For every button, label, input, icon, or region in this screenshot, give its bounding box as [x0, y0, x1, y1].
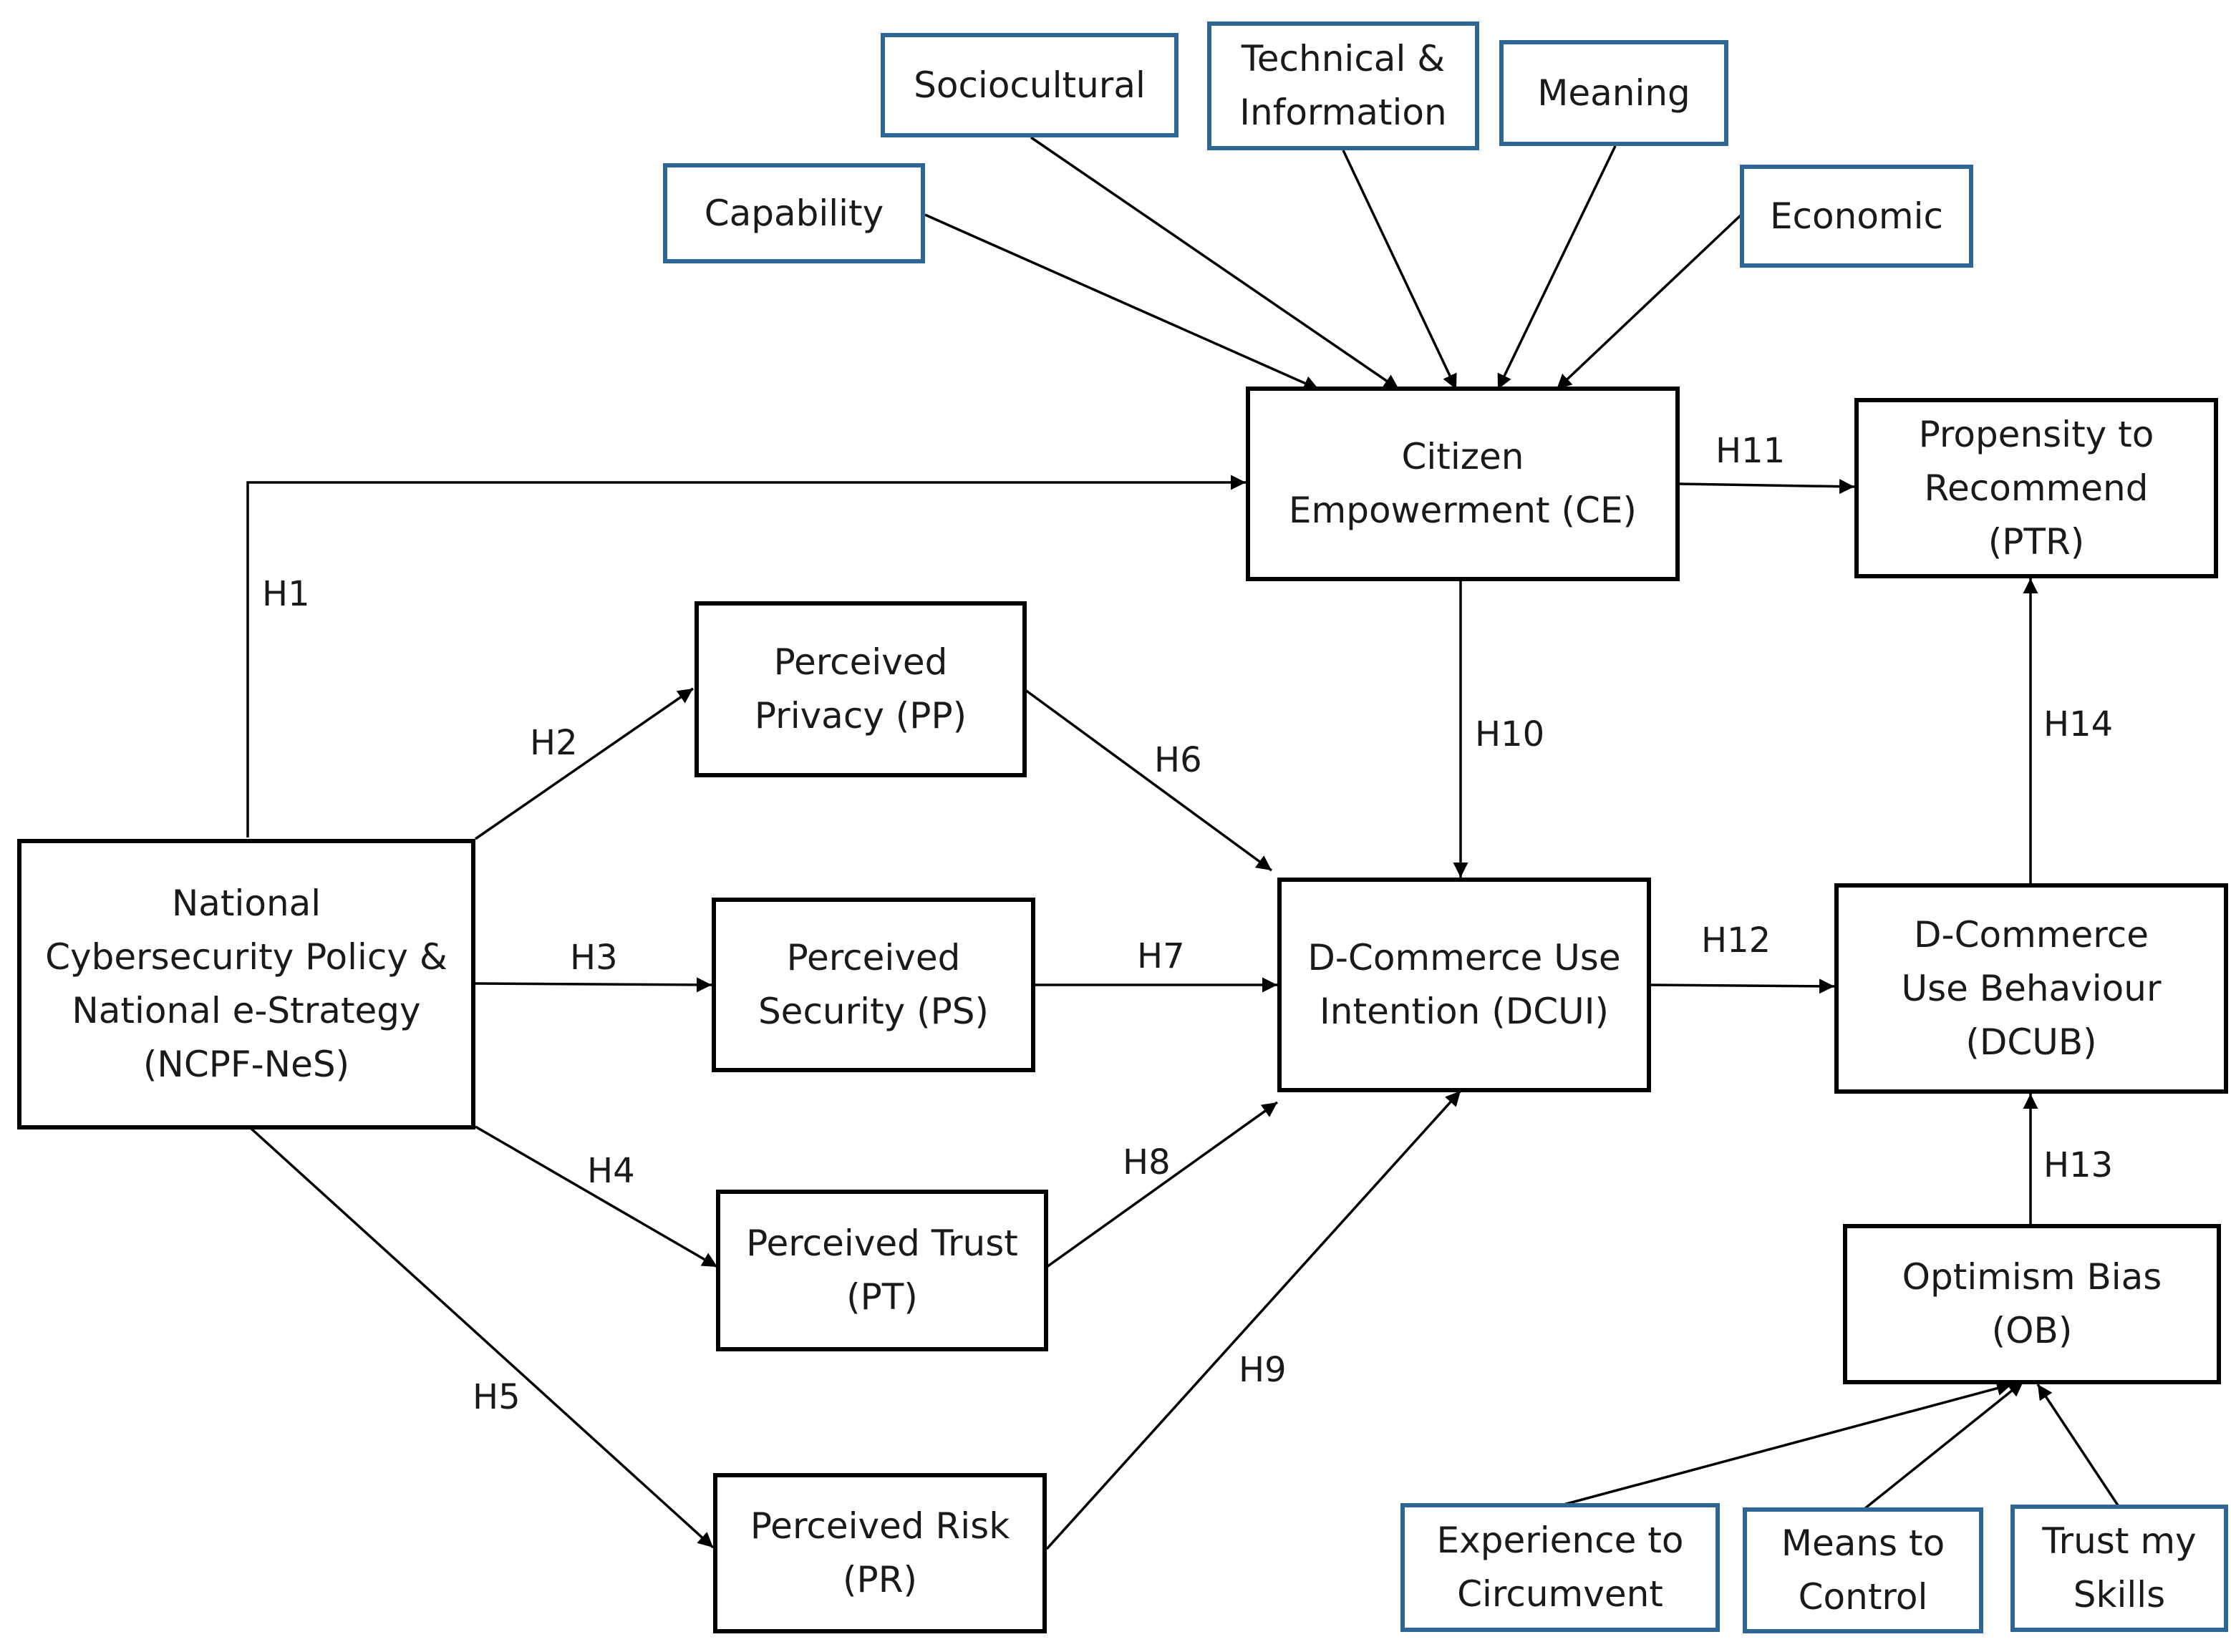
- hypothesis-label-h8: H8: [1123, 1142, 1171, 1182]
- sociocultural-label: Sociocultural: [914, 64, 1146, 106]
- hypothesis-label-h14: H14: [2043, 704, 2114, 744]
- arrow-experience: [1563, 1381, 2013, 1506]
- hypothesis-label-h7: H7: [1137, 936, 1185, 976]
- pr-line-1: Perceived Risk: [750, 1505, 1010, 1547]
- ptr-line-3: (PTR): [1988, 520, 2085, 563]
- economic-label: Economic: [1769, 195, 1944, 237]
- technical-line-1: Technical &: [1241, 38, 1446, 79]
- means-line-1: Means to: [1781, 1522, 1945, 1564]
- arrow-h4: [475, 1125, 718, 1268]
- pr-line-2: (PR): [843, 1559, 917, 1600]
- ptr-line-2: Recommend: [1924, 467, 2149, 509]
- ps-line-2: Security (PS): [758, 991, 989, 1032]
- ce-box: Citizen Empowerment (CE): [1246, 387, 1680, 581]
- ncpf-line-3: National e-Strategy: [72, 990, 421, 1031]
- ob-box: Optimism Bias (OB): [1843, 1224, 2221, 1384]
- technical-line-2: Information: [1239, 92, 1447, 133]
- arrow-h11: [1678, 479, 1855, 495]
- means-control-box: Means to Control: [1743, 1507, 1983, 1633]
- trust-skills-box: Trust my Skills: [2010, 1505, 2228, 1632]
- means-line-2: Control: [1798, 1576, 1928, 1618]
- economic-box: Economic: [1740, 165, 1973, 268]
- technical-information-box: Technical & Information: [1207, 21, 1479, 150]
- arrow-h2: [475, 687, 694, 840]
- ob-line-2: (OB): [1991, 1310, 2073, 1351]
- arrow-h12: [1647, 978, 1835, 994]
- ob-line-1: Optimism Bias: [1902, 1256, 2162, 1298]
- arrow-means: [1863, 1380, 2025, 1510]
- pt-line-1: Perceived Trust: [746, 1223, 1018, 1264]
- hypothesis-label-h4: H4: [587, 1151, 635, 1191]
- pp-box: Perceived Privacy (PP): [695, 601, 1027, 777]
- pp-line-2: Privacy (PP): [754, 695, 967, 737]
- hypothesis-label-h10: H10: [1475, 714, 1545, 754]
- hypothesis-label-h2: H2: [530, 723, 578, 763]
- pt-box: Perceived Trust (PT): [716, 1190, 1048, 1351]
- pt-line-2: (PT): [846, 1276, 918, 1318]
- ps-line-1: Perceived: [786, 937, 961, 978]
- hypothesis-label-h3: H3: [570, 938, 618, 978]
- hypothesis-label-h6: H6: [1154, 740, 1202, 780]
- dcui-box: D-Commerce Use Intention (DCUI): [1277, 878, 1651, 1092]
- trust-skills-line-1: Trust my: [2042, 1520, 2197, 1562]
- arrow-trust-skills: [2036, 1384, 2121, 1508]
- dcub-line-3: (DCUB): [1965, 1021, 2097, 1063]
- sociocultural-box: Sociocultural: [881, 33, 1179, 137]
- ptr-line-1: Propensity to: [1918, 413, 2154, 455]
- dcui-line-1: D-Commerce Use: [1307, 937, 1621, 978]
- ce-line-1: Citizen: [1401, 436, 1524, 477]
- meaning-box: Meaning: [1499, 40, 1728, 146]
- arrow-h5: [249, 1127, 715, 1549]
- experience-line-1: Experience to: [1436, 1520, 1684, 1561]
- arrow-h3: [475, 977, 712, 993]
- ncpf-line-2: Cybersecurity Policy &: [45, 936, 447, 978]
- ncpf-line-1: National: [171, 883, 321, 924]
- hypothesis-label-h12: H12: [1701, 920, 1771, 961]
- ps-box: Perceived Security (PS): [712, 898, 1035, 1072]
- pp-line-1: Perceived: [773, 641, 948, 683]
- dcui-line-2: Intention (DCUI): [1320, 991, 1609, 1032]
- hypothesis-label-h5: H5: [473, 1377, 521, 1417]
- arrow-meaning: [1496, 145, 1617, 390]
- dcub-line-1: D-Commerce: [1914, 913, 2149, 956]
- hypothesis-label-h11: H11: [1715, 431, 1786, 471]
- ncpf-line-4: (NCPF-NeS): [142, 1044, 350, 1085]
- hypothesis-label-h13: H13: [2043, 1145, 2114, 1185]
- ce-line-2: Empowerment (CE): [1288, 490, 1637, 531]
- experience-circumvent-box: Experience to Circumvent: [1400, 1503, 1720, 1632]
- dcub-line-2: Use Behaviour: [1901, 967, 2162, 1009]
- meaning-label: Meaning: [1537, 72, 1690, 114]
- arrow-h1: [246, 475, 1246, 837]
- arrow-h9: [1045, 1089, 1462, 1550]
- ptr-box: Propensity to Recommend (PTR): [1854, 398, 2218, 578]
- arrow-h6: [1024, 689, 1273, 872]
- hypothesis-label-h9: H9: [1239, 1350, 1287, 1390]
- experience-line-2: Circumvent: [1457, 1573, 1663, 1615]
- arrow-sociocultural: [1030, 136, 1400, 391]
- pr-box: Perceived Risk (PR): [713, 1473, 1047, 1633]
- dcub-box: D-Commerce Use Behaviour (DCUB): [1834, 883, 2228, 1094]
- hypothesis-label-h1: H1: [262, 574, 310, 614]
- arrow-economic: [1555, 213, 1743, 391]
- capability-label: Capability: [704, 192, 884, 234]
- ncpf-box: National Cybersecurity Policy & National…: [17, 839, 475, 1129]
- arrow-h8: [1045, 1101, 1279, 1268]
- arrow-capability: [924, 213, 1320, 391]
- capability-box: Capability: [663, 163, 925, 263]
- arrow-technical: [1342, 150, 1458, 390]
- trust-skills-line-2: Skills: [2073, 1574, 2166, 1615]
